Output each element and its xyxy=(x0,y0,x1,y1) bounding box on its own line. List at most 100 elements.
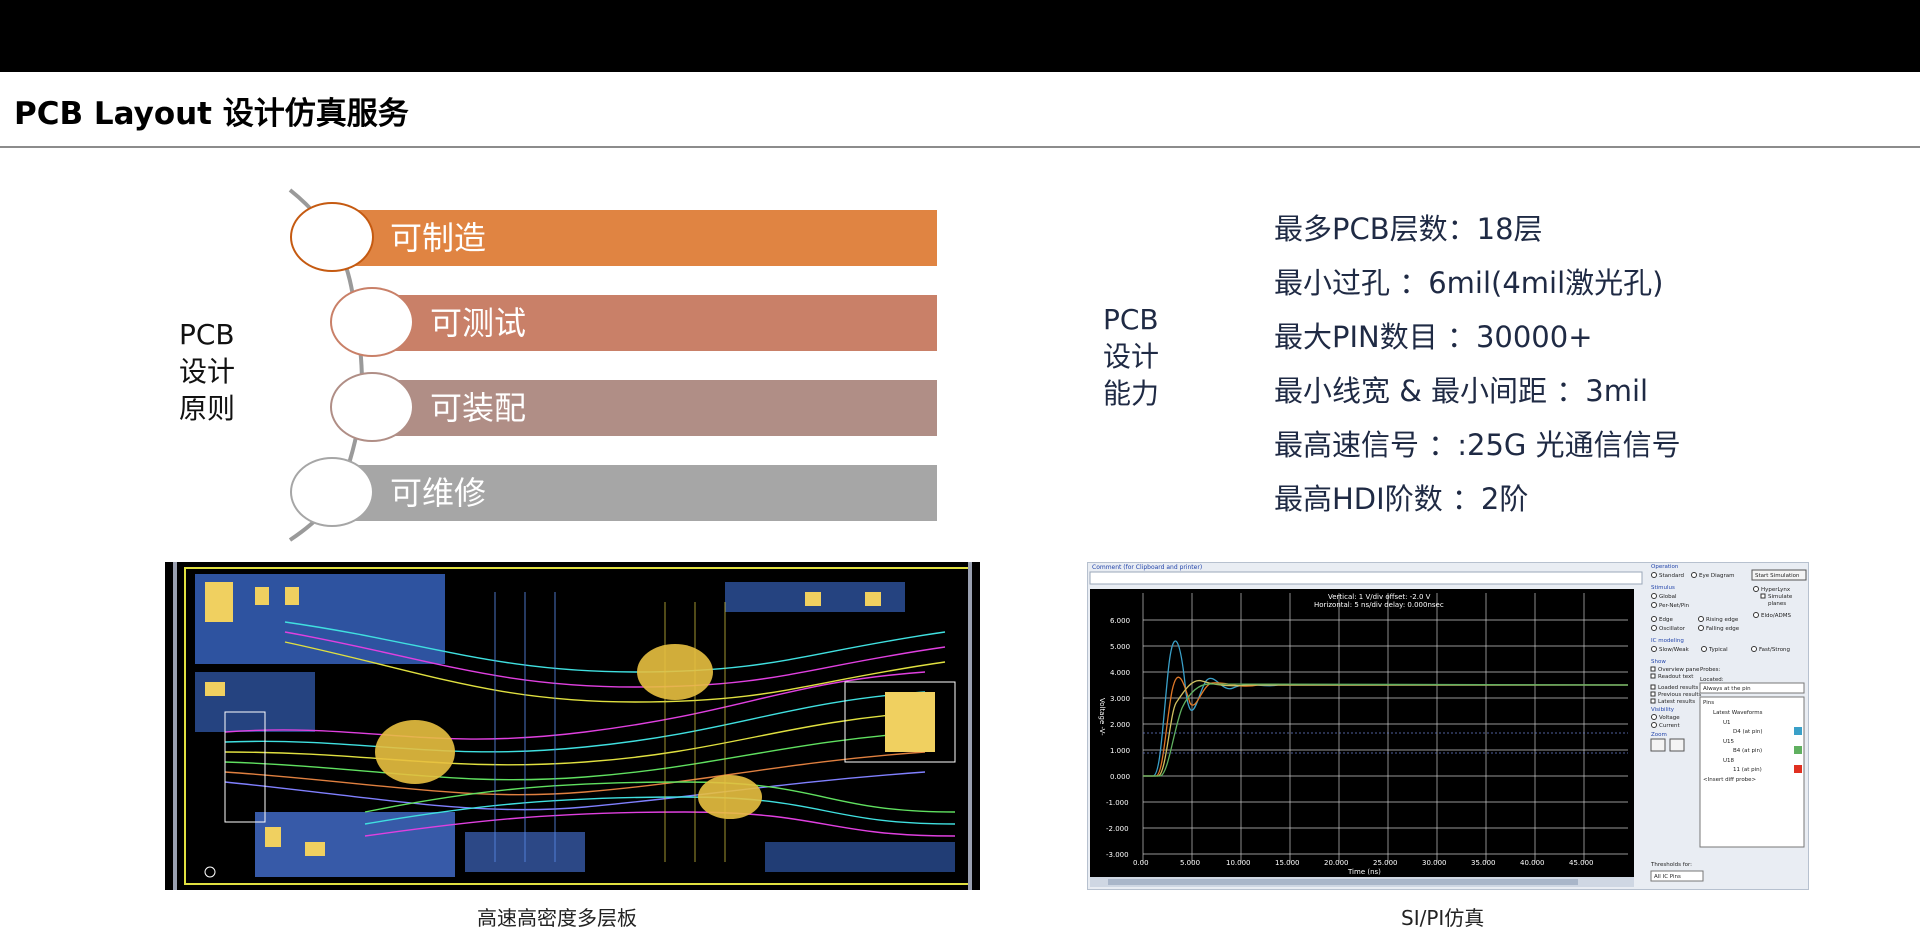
sim-check-loaded: Loaded results xyxy=(1658,685,1698,691)
principle-label-repairable: 可维修 xyxy=(390,474,487,512)
principle-label-assemblable: 可装配 xyxy=(430,389,527,427)
waveform-4 xyxy=(1143,683,1629,777)
page-title: PCB Layout 设计仿真服务 xyxy=(14,96,409,132)
y-tick: 4.000 xyxy=(1110,669,1130,677)
capability-item: 最小线宽 & 最小间距 ：3mil xyxy=(1274,374,1649,408)
x-tick: 20.000 xyxy=(1324,859,1349,867)
y-tick: 6.000 xyxy=(1110,617,1130,625)
plot-y-ticks: 6.000 5.000 4.000 3.000 2.000 1.000 0.00… xyxy=(1106,617,1130,859)
capability-item: 最高HDI阶数 ：2阶 xyxy=(1274,482,1529,516)
sim-pins-header: Pins xyxy=(1703,700,1714,706)
x-tick: 15.000 xyxy=(1275,859,1300,867)
principles-label-line: PCB xyxy=(179,318,235,351)
sim-option-falling-edge: Falling edge xyxy=(1706,626,1740,632)
capabilities-label: PCB 设计 能力 xyxy=(1103,301,1159,412)
sim-operation-heading: Operation xyxy=(1651,564,1679,570)
y-tick: 2.000 xyxy=(1110,721,1130,729)
start-simulation-button: Start Simulation xyxy=(1755,573,1800,579)
x-tick: 5.000 xyxy=(1180,859,1200,867)
capabilities-label-line: PCB xyxy=(1103,303,1159,336)
capability-item: 最高速信号 ：:25G 光通信信号 xyxy=(1274,428,1681,462)
sim-check-overview: Overview pane xyxy=(1658,667,1700,673)
waveform-3 xyxy=(1143,679,1628,777)
principle-bar-manufacturable: 可制造 xyxy=(320,210,937,266)
capabilities-list: 最多PCB层数：18层 最小过孔 ：6mil(4mil激光孔) 最大PIN数目 … xyxy=(1274,202,1681,526)
sim-check-latest: Latest results xyxy=(1658,699,1695,705)
y-tick: -1.000 xyxy=(1106,799,1129,807)
x-tick: 0.00 xyxy=(1133,859,1149,867)
sim-zoom-heading: Zoom xyxy=(1651,732,1667,738)
sim-show-heading: Show xyxy=(1651,659,1666,665)
plot-x-ticks: 0.00 5.000 10.000 15.000 20.000 25.000 3… xyxy=(1133,859,1594,867)
sim-option-eye-diagram: Eye Diagram xyxy=(1699,573,1734,579)
pcb-layout-image xyxy=(165,562,980,890)
sim-option-per-net: Per-Net/Pin xyxy=(1659,603,1690,609)
plot-y-axis-label: Voltage -V- xyxy=(1098,698,1106,736)
x-tick: 35.000 xyxy=(1471,859,1496,867)
sim-probe-d4: D4 (at pin) xyxy=(1733,729,1763,735)
principle-bubble-assemblable xyxy=(330,372,414,442)
principle-bar-testable: 可测试 xyxy=(360,295,937,351)
sim-option-planes: planes xyxy=(1768,601,1786,607)
sim-probe-pin11: 11 (at pin) xyxy=(1733,767,1762,773)
si-pi-simulation-image: Comment (for Clipboard and printer) Vert… xyxy=(1087,562,1809,890)
principle-label-manufacturable: 可制造 xyxy=(390,219,487,257)
top-black-band xyxy=(0,0,1920,72)
capabilities-label-line: 能力 xyxy=(1103,377,1160,410)
y-tick: 0.000 xyxy=(1110,773,1130,781)
x-tick: 40.000 xyxy=(1520,859,1545,867)
sim-comment-label: Comment (for Clipboard and printer) xyxy=(1092,564,1202,571)
principles-label: PCB 设计 原则 xyxy=(179,316,235,427)
principles-label-line: 原则 xyxy=(179,392,236,425)
capability-item: 最小过孔 ：6mil(4mil激光孔) xyxy=(1274,266,1664,300)
capability-item: 最大PIN数目 ：30000+ xyxy=(1274,320,1593,354)
capability-item: 最多PCB层数：18层 xyxy=(1274,212,1543,246)
sim-option-eldo: Eldo/ADMS xyxy=(1761,613,1791,619)
sim-option-hyperlynx: HyperLynx xyxy=(1761,587,1791,593)
sim-option-edge: Edge xyxy=(1659,617,1673,623)
sim-ic-modeling-heading: IC modeling xyxy=(1651,638,1684,644)
y-tick: -3.000 xyxy=(1106,851,1129,859)
sim-stimulus-heading: Stimulus xyxy=(1651,585,1675,591)
sim-check-previous: Previous results xyxy=(1658,692,1702,698)
plot-header-vertical: Vertical: 1 V/div offset: -2.0 V xyxy=(1328,593,1431,601)
sim-option-fast-strong: Fast/Strong xyxy=(1759,647,1790,653)
sim-option-typical: Typical xyxy=(1708,647,1728,653)
sim-probe-u15: U15 xyxy=(1723,739,1735,745)
pcb-image-caption: 高速高密度多层板 xyxy=(477,906,637,930)
sim-located-select: Always at the pin xyxy=(1703,686,1751,692)
y-tick: 3.000 xyxy=(1110,695,1130,703)
sim-option-current: Current xyxy=(1659,723,1681,729)
sim-located-label: Located: xyxy=(1700,677,1724,683)
sim-option-voltage: Voltage xyxy=(1659,715,1680,721)
pcb-layout-art xyxy=(165,562,980,890)
x-tick: 30.000 xyxy=(1422,859,1447,867)
capabilities-label-line: 设计 xyxy=(1103,340,1160,373)
sim-probe-u18: U18 xyxy=(1723,758,1735,764)
principle-bubble-repairable xyxy=(290,457,374,527)
principles-diagram: 可制造 可测试 可装配 可维修 xyxy=(280,180,960,550)
y-tick: 1.000 xyxy=(1110,747,1130,755)
principle-bar-repairable: 可维修 xyxy=(320,465,937,521)
principle-bubble-manufacturable xyxy=(290,202,374,272)
sim-thresholds-label: Thresholds for: xyxy=(1650,862,1692,868)
y-tick: 5.000 xyxy=(1110,643,1130,651)
principle-label-testable: 可测试 xyxy=(430,304,527,342)
principles-label-line: 设计 xyxy=(179,355,236,388)
sim-check-readout: Readout text xyxy=(1658,674,1694,680)
y-tick: -2.000 xyxy=(1106,825,1129,833)
simulation-window-art: Comment (for Clipboard and printer) Vert… xyxy=(1088,563,1808,889)
x-tick: 10.000 xyxy=(1226,859,1251,867)
sim-option-rising-edge: Rising edge xyxy=(1706,617,1739,623)
sim-option-slow-weak: Slow/Weak xyxy=(1659,647,1690,653)
sim-option-global: Global xyxy=(1659,594,1677,600)
principle-bar-assemblable: 可装配 xyxy=(360,380,937,436)
waveform-1 xyxy=(1143,640,1628,777)
sim-latest-waveforms: Latest Waveforms xyxy=(1713,710,1763,716)
title-divider xyxy=(0,146,1920,148)
sim-probe-u1: U1 xyxy=(1723,720,1731,726)
sim-option-oscillator: Oscillator xyxy=(1659,626,1686,632)
sim-insert-probe: <Insert diff probe> xyxy=(1703,777,1757,783)
sim-image-caption: SI/PI仿真 xyxy=(1401,906,1485,930)
plot-header-horizontal: Horizontal: 5 ns/div delay: 0.000nsec xyxy=(1314,601,1444,609)
